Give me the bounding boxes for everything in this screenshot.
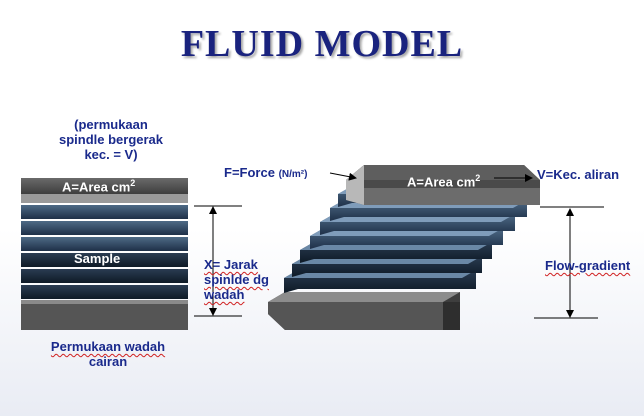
left-stack (21, 178, 188, 330)
bottom-caption: Permukaan wadah cairan (50, 339, 166, 369)
bottom-plate-edge (21, 300, 188, 304)
force-arrow (329, 172, 357, 181)
distance-marker (194, 205, 242, 317)
right-area-label: A=Area cm2 (407, 173, 481, 190)
fluid-layer (21, 205, 188, 219)
left-area-label: A=Area cm2 (62, 178, 136, 195)
caption-line: kec. = V) (84, 147, 138, 162)
flow-gradient-marker (534, 206, 604, 319)
sample-label: Sample (74, 251, 121, 266)
distance-label: X= Jarak spinlde dg wadah (204, 257, 269, 302)
fluid-layer (21, 253, 188, 267)
top-caption: (permukaan spindle bergerak kec. = V) (36, 117, 186, 162)
fluid-layer (21, 285, 188, 299)
fluid-layer (21, 237, 188, 251)
caption-line: (permukaan (74, 117, 148, 132)
velocity-label: V=Kec. aliran (537, 167, 620, 182)
top-plate-edge (21, 194, 188, 203)
page-title: FLUID MODEL (180, 23, 464, 65)
top-plate (21, 178, 188, 194)
fluid-layer (21, 221, 188, 235)
bottom-plate (21, 304, 188, 330)
caption-line: spindle bergerak (58, 132, 164, 147)
fluid-layer (21, 269, 188, 283)
force-label: F=Force (N/m²) (224, 165, 308, 180)
flow-gradient-label: Flow-gradient (545, 258, 631, 273)
right-stack (268, 165, 540, 330)
